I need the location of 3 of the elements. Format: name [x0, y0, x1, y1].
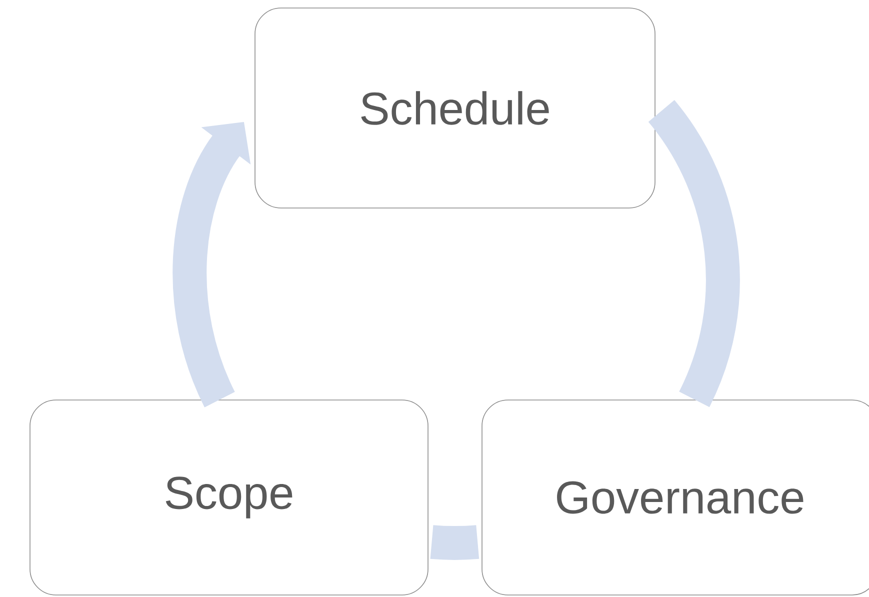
- rounded-box: Governance: [482, 400, 869, 596]
- rounded-box: Schedule: [254, 8, 656, 208]
- rounded-box: Scope: [30, 400, 428, 596]
